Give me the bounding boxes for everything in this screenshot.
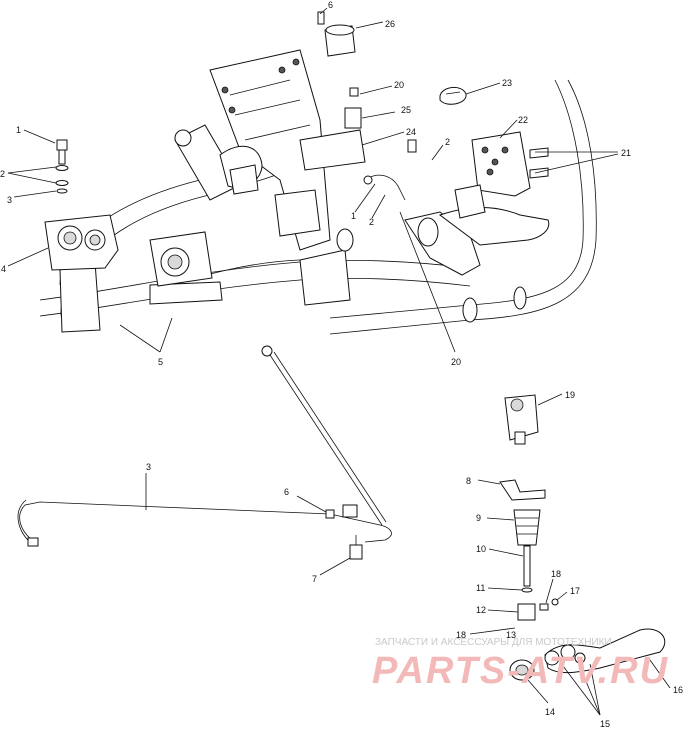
callout-2-mid: 2 [369, 217, 374, 227]
reservoir-clip [439, 87, 467, 105]
callout-4: 4 [1, 264, 6, 274]
callout-7: 7 [312, 574, 317, 584]
rear-master-cylinder-stack [469, 393, 671, 716]
callout-9: 9 [476, 513, 481, 523]
callout-24: 24 [406, 127, 416, 137]
callout-15: 15 [600, 719, 610, 729]
callout-21: 21 [621, 148, 631, 158]
brake-caliper-left [44, 214, 119, 271]
callout-20-top: 20 [394, 80, 404, 90]
callout-19: 19 [565, 390, 575, 400]
callout-18-upper: 18 [551, 569, 561, 579]
callout-6-top: 6 [328, 0, 333, 10]
leader-lines-upper [7, 7, 619, 353]
callout-14: 14 [545, 707, 555, 717]
callout-23: 23 [502, 78, 512, 88]
frame-assembly [39, 49, 597, 335]
callout-18-lower: 18 [456, 630, 466, 640]
watermark-subtitle: ЗАПЧАСТИ И АКСЕССУАРЫ ДЛЯ МОТОТЕХНИКИ [375, 637, 612, 648]
callout-22: 22 [518, 115, 528, 125]
watermark-main: PARTS-ATV.RU [372, 650, 669, 692]
callout-11: 11 [476, 583, 485, 593]
center-mechanism [149, 164, 321, 287]
callout-17: 17 [570, 586, 580, 596]
callout-12: 12 [476, 605, 486, 615]
callout-16: 16 [673, 685, 683, 695]
callout-10: 10 [476, 544, 486, 554]
brake-line-assembly [17, 345, 392, 576]
callout-2-left: 2 [0, 169, 5, 179]
callout-2-top: 2 [445, 137, 450, 147]
callout-13: 13 [506, 630, 516, 640]
callout-20-bottom: 20 [451, 357, 461, 367]
callout-26: 26 [385, 19, 395, 29]
callout-3-brake-line: 3 [146, 462, 151, 472]
callout-25: 25 [401, 105, 411, 115]
bracket-right [471, 131, 549, 197]
bolt-washer-stack-left [55, 139, 69, 194]
brake-pedal-upper [363, 139, 550, 276]
callout-8: 8 [466, 476, 471, 486]
callout-1-mid: 1 [351, 211, 356, 221]
callout-5: 5 [158, 357, 163, 367]
callout-1-left: 1 [16, 125, 21, 135]
master-cylinder [299, 11, 366, 171]
callout-3-left: 3 [7, 195, 12, 205]
watermark: ЗАПЧАСТИ И АКСЕССУАРЫ ДЛЯ МОТОТЕХНИКИ PA… [372, 637, 669, 692]
callout-6-brake-line: 6 [284, 487, 289, 497]
